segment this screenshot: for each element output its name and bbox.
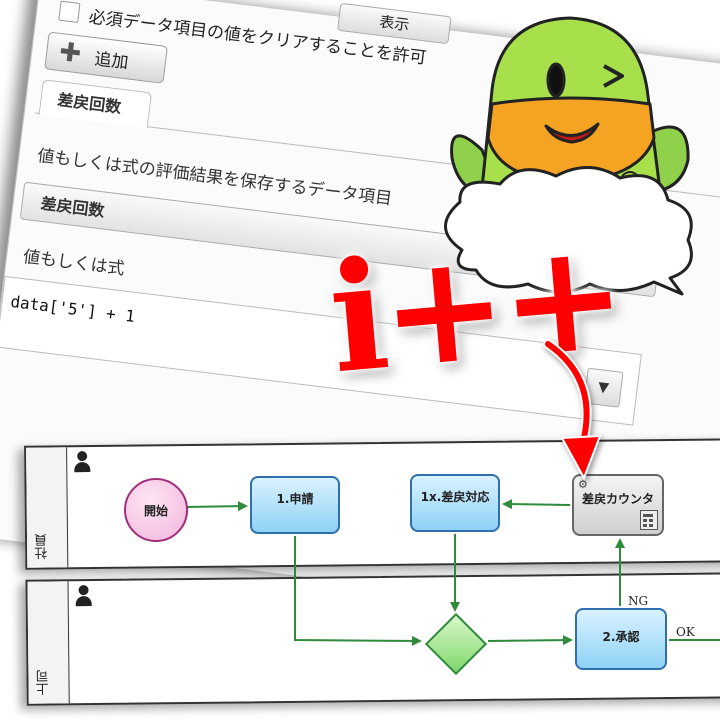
task-apply[interactable]: 1.申請 xyxy=(250,476,340,534)
start-event[interactable]: 開始 xyxy=(124,478,188,542)
task-label: 差戻カウンタ xyxy=(581,492,654,506)
task-approve[interactable]: 2.承認 xyxy=(575,608,667,670)
allow-clear-checkbox[interactable] xyxy=(58,0,81,23)
start-label: 開始 xyxy=(143,503,168,518)
task-label: 1x.差戻対応 xyxy=(420,490,490,504)
task-label: 1.申請 xyxy=(276,492,314,506)
value-label: 値もしくは式 xyxy=(21,247,126,280)
person-icon xyxy=(75,585,92,607)
plus-icon: ✚ xyxy=(57,37,83,70)
add-button-label: 追加 xyxy=(93,48,130,73)
headline-text: i++ xyxy=(322,206,628,408)
task-return-counter[interactable]: ⚙ 差戻カウンタ xyxy=(572,474,664,536)
add-button[interactable]: ✚ 追加 xyxy=(44,31,168,84)
lane-header: 社員 xyxy=(26,447,69,568)
flow-label-ok: OK xyxy=(676,625,695,639)
task-label: 2.承認 xyxy=(602,630,640,644)
flow-label-ng: NG xyxy=(628,594,649,608)
expression-text: data['5'] + 1 xyxy=(9,291,137,327)
gear-icon: ⚙ xyxy=(578,478,588,491)
calculator-icon xyxy=(640,510,658,530)
lane-name: 上司 xyxy=(36,669,52,696)
tab-return-count[interactable]: 差戻回数 xyxy=(38,79,153,129)
lane-name: 社員 xyxy=(34,533,51,560)
task-response[interactable]: 1x.差戻対応 xyxy=(410,474,500,532)
person-icon xyxy=(74,451,91,473)
lane-header: 上司 xyxy=(27,581,70,704)
